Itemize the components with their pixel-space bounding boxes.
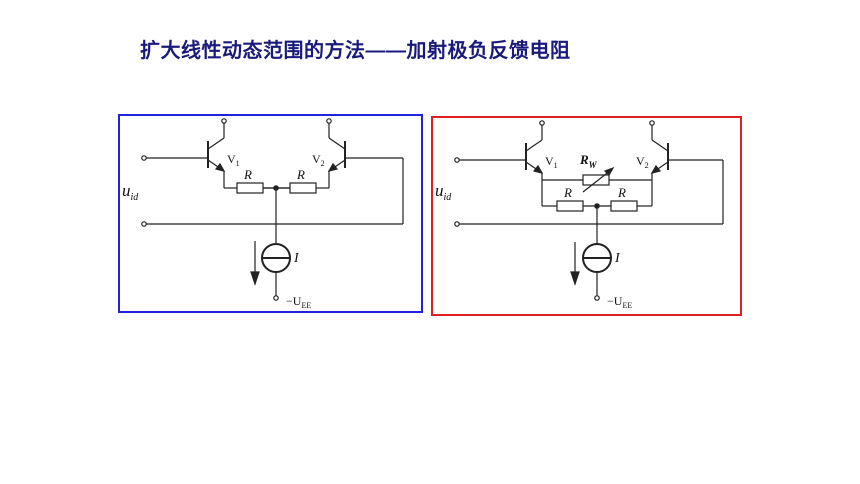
supply-terminal [594,295,600,301]
v1-label: V1 [545,154,558,170]
rw-label: RW [579,152,598,170]
input-terminal-bottom [454,221,460,227]
supply-label: −UEE [607,294,632,310]
resistor-r1 [556,200,584,212]
v1-emitter-arrow [532,164,544,174]
input-terminal-top [141,155,147,161]
supply-terminal [273,295,279,301]
r2-label: R [617,185,626,200]
resistor-r2 [610,200,638,212]
r1-label: R [563,185,572,200]
resistor-r2 [289,182,317,194]
v2-collector-terminal [326,118,332,124]
v2-label: V2 [636,154,649,170]
v2-label: V2 [312,152,325,168]
v1-label: V1 [227,152,240,168]
input-terminal-top [454,157,460,163]
slide-title: 扩大线性动态范围的方法——加射极负反馈电阻 [140,40,571,62]
right-circuit-diagram: V1 V2 RW R R uid I −UEE [435,120,724,310]
v2-emitter-arrow [327,162,339,172]
input-label: uid [122,181,139,203]
input-label: uid [435,181,452,203]
v1-emitter-arrow [214,162,226,172]
v2-emitter-arrow [650,164,662,174]
current-source-label: I [293,251,300,266]
left-circuit-frame: V1 V2 R R uid I −UEE [118,114,423,313]
potentiometer-rw [582,174,610,186]
v2-collector-terminal [649,120,655,126]
input-terminal-bottom [141,221,147,227]
v1-collector-terminal [221,118,227,124]
r2-label: R [296,167,305,182]
right-circuit-frame: V1 V2 RW R R uid I −UEE [431,116,742,316]
resistor-r1 [236,182,264,194]
current-source-label: I [614,251,621,266]
supply-label: −UEE [286,294,311,310]
left-circuit-diagram: V1 V2 R R uid I −UEE [122,118,404,310]
v1-collector-terminal [539,120,545,126]
r1-label: R [243,167,252,182]
